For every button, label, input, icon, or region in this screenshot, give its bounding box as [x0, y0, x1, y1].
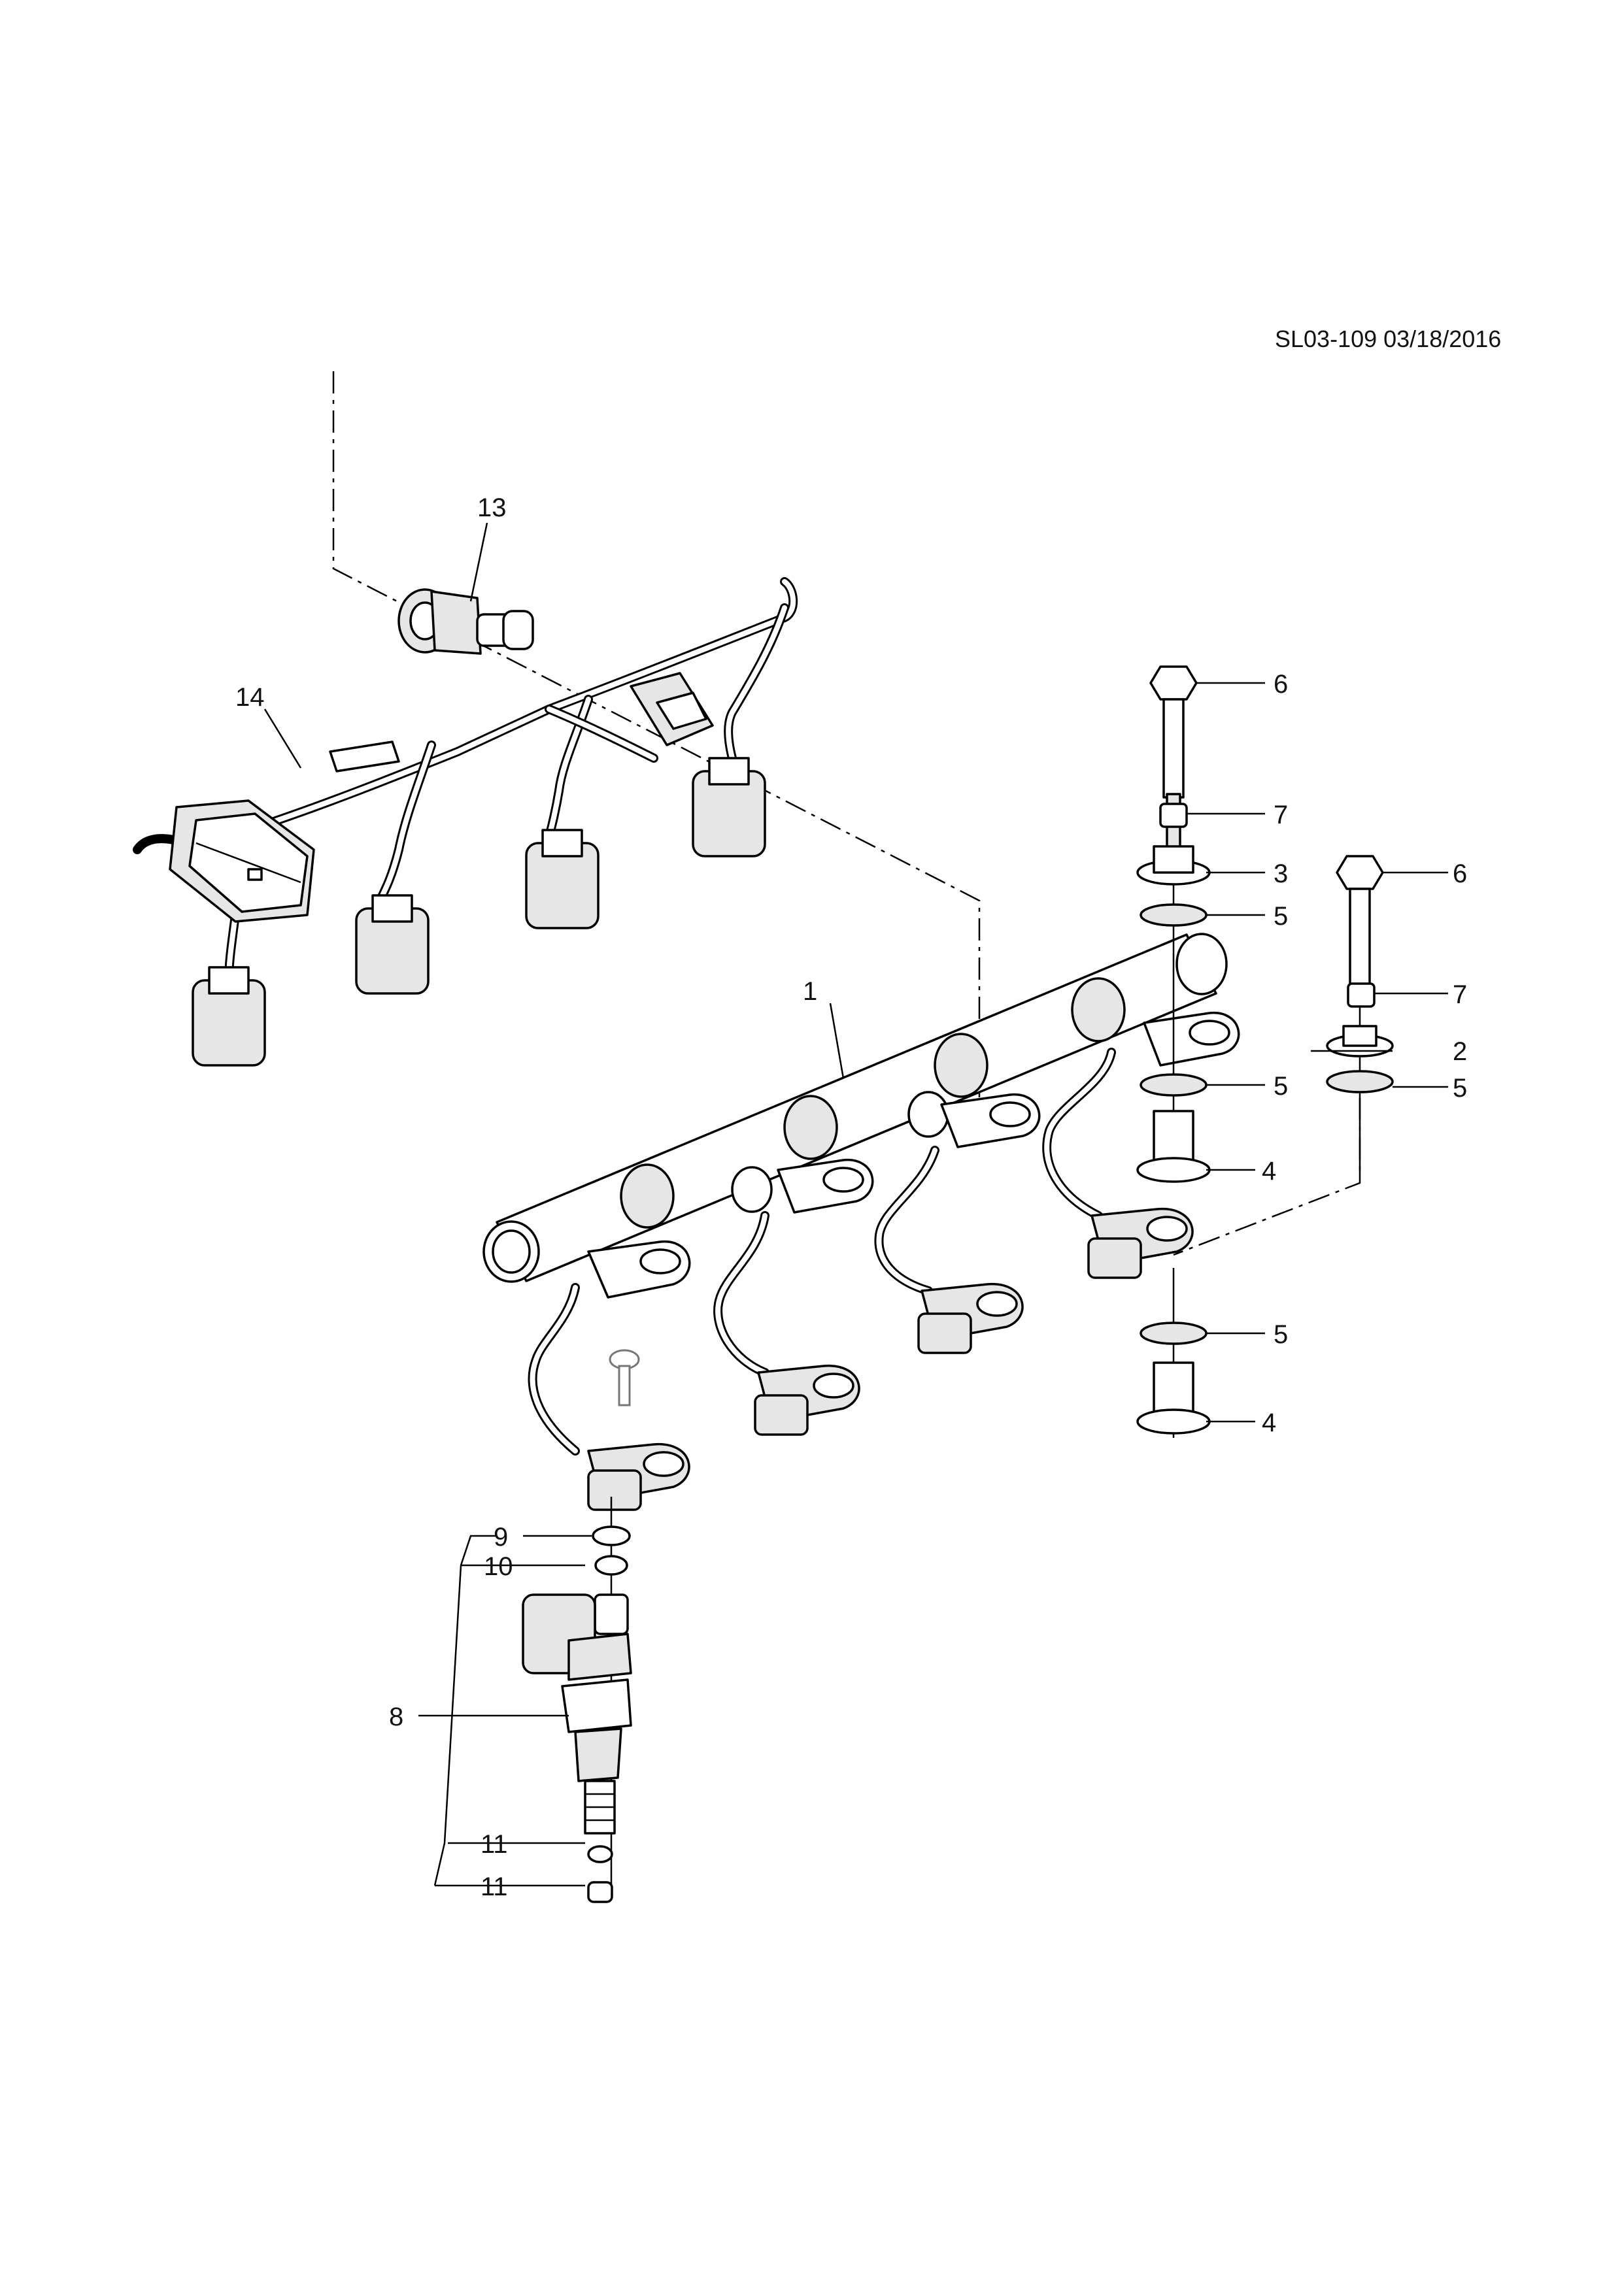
injector-connector-2	[355, 894, 430, 995]
callout-5: 5	[1274, 902, 1288, 931]
fuel-pressure-sensor	[397, 588, 534, 655]
callout-4: 4	[1262, 1157, 1276, 1186]
fuel-rail	[482, 933, 1228, 1283]
injector-cup-4	[1087, 1208, 1194, 1279]
rail-bracket-1	[587, 1240, 691, 1299]
callout-6: 6	[1274, 670, 1288, 699]
callout-5: 5	[1274, 1072, 1288, 1101]
callout-1: 1	[803, 977, 817, 1006]
rail-bracket-4	[1143, 1012, 1240, 1067]
harness-branch-connectors	[192, 672, 766, 1067]
fuel-injector-assembly	[522, 1497, 632, 1903]
o-ring-9	[592, 1525, 631, 1546]
rail-bracket-2	[777, 1159, 874, 1214]
backup-ring-10	[594, 1555, 628, 1576]
injector-cup-2	[754, 1365, 860, 1436]
callout-leaders	[263, 522, 1448, 1717]
callout-11: 11	[481, 1872, 508, 1901]
callout-3: 3	[1274, 859, 1288, 888]
callout-10: 10	[484, 1552, 513, 1581]
injector-connector-3	[525, 829, 600, 929]
injector-connector-1	[192, 966, 266, 1067]
injector-cups	[587, 1208, 1194, 1511]
injector-retaining-screw	[609, 1349, 640, 1406]
callout-labels: 1 2 3 4 4 5 5 5 5 6 6 7 7 8 9 10 11 11 1…	[235, 493, 1467, 1901]
callout-14: 14	[235, 683, 265, 712]
callout-5: 5	[1274, 1320, 1288, 1349]
callout-9: 9	[494, 1523, 508, 1552]
harness-group-outline	[332, 371, 981, 1111]
injector-feed-pipes	[528, 1048, 1116, 1456]
fastener-stack-left	[1136, 665, 1211, 1183]
rail-mounting-brackets	[587, 1012, 1240, 1299]
callout-11: 11	[481, 1830, 508, 1859]
fastener-stack-lower	[1136, 1268, 1211, 1438]
injector-cup-1	[587, 1443, 690, 1511]
callout-8: 8	[389, 1703, 403, 1731]
callout-4: 4	[1262, 1408, 1276, 1437]
callout-7: 7	[1453, 980, 1467, 1009]
rail-bracket-3	[940, 1093, 1041, 1148]
injector-cup-3	[917, 1283, 1024, 1354]
seal-ring-11-lower	[587, 1881, 613, 1903]
fastener-stack-right	[1173, 855, 1394, 1256]
callout-2: 2	[1453, 1037, 1467, 1066]
seal-ring-11-upper	[587, 1845, 613, 1863]
diagram-reference-code: SL03-109 03/18/2016	[1275, 325, 1502, 352]
injector-connector-4	[692, 757, 766, 857]
callout-6: 6	[1453, 859, 1467, 888]
wiring-harness	[133, 577, 798, 985]
callout-5: 5	[1453, 1074, 1467, 1103]
sensor-mating-connector	[630, 672, 714, 746]
callout-13: 13	[477, 493, 507, 522]
harness-main-connector	[169, 799, 315, 923]
callout-7: 7	[1274, 801, 1288, 829]
